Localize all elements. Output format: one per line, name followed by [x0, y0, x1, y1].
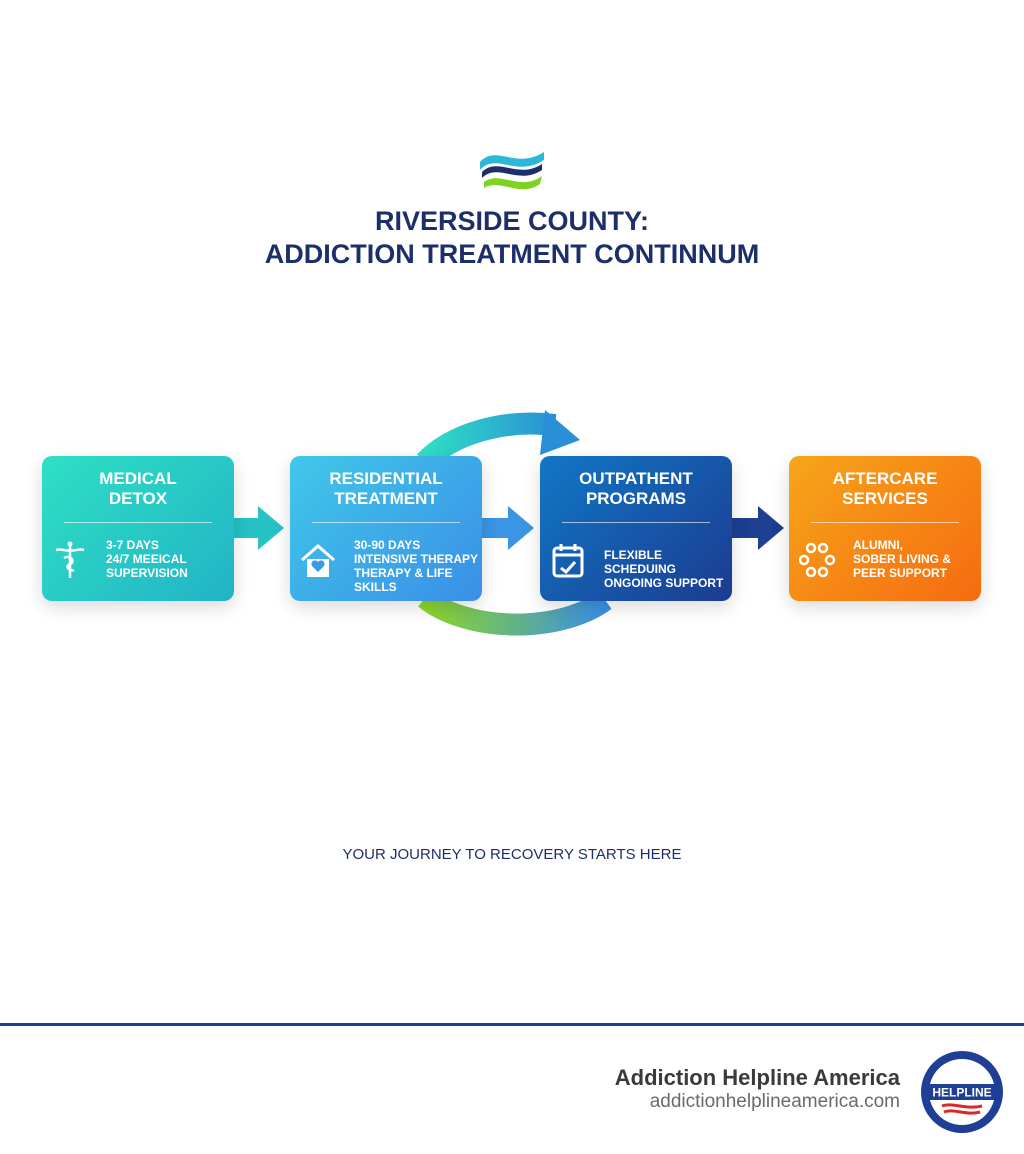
house-heart-icon [301, 544, 335, 577]
svg-text:HELPLINE: HELPLINE [932, 1086, 991, 1100]
community-circle-icon [799, 542, 835, 578]
helpline-seal-logo: HELPLINE [921, 1051, 1003, 1133]
brand-name: Addiction Helpline America [614, 1065, 900, 1090]
step-details: ALUMNI,SOBER LIVING &PEER SUPPORT [853, 538, 952, 580]
title-line-1: RIVERSIDE COUNTY: [374, 206, 650, 236]
page-title: RIVERSIDE COUNTY: ADDICTION TREATMENT CO… [0, 205, 1024, 271]
divider [811, 522, 959, 523]
divider [312, 522, 460, 523]
connector-arrow-3 [732, 506, 784, 550]
brand-url[interactable]: addictionhelplineamerica.com [649, 1091, 900, 1112]
footer-divider [0, 1023, 1024, 1026]
connector-arrow-1 [232, 506, 284, 550]
divider [562, 522, 710, 523]
footer-brand: Addiction Helpline America addictionhelp… [615, 1065, 900, 1113]
cycle-arrowhead [540, 410, 580, 455]
connector-arrow-2 [482, 506, 534, 550]
title-line-2: ADDICTION TREATMENT CONTINNUM [264, 239, 760, 269]
divider [64, 522, 212, 523]
cycle-arc-bottom [418, 589, 612, 636]
caduceus-icon [55, 541, 85, 578]
calendar-icon [552, 544, 584, 578]
cycle-arc-top [417, 412, 557, 470]
wave-logo-icon [480, 152, 544, 190]
tagline: YOUR JOURNEY TO RECOVERY STARTS HERE [342, 846, 682, 863]
